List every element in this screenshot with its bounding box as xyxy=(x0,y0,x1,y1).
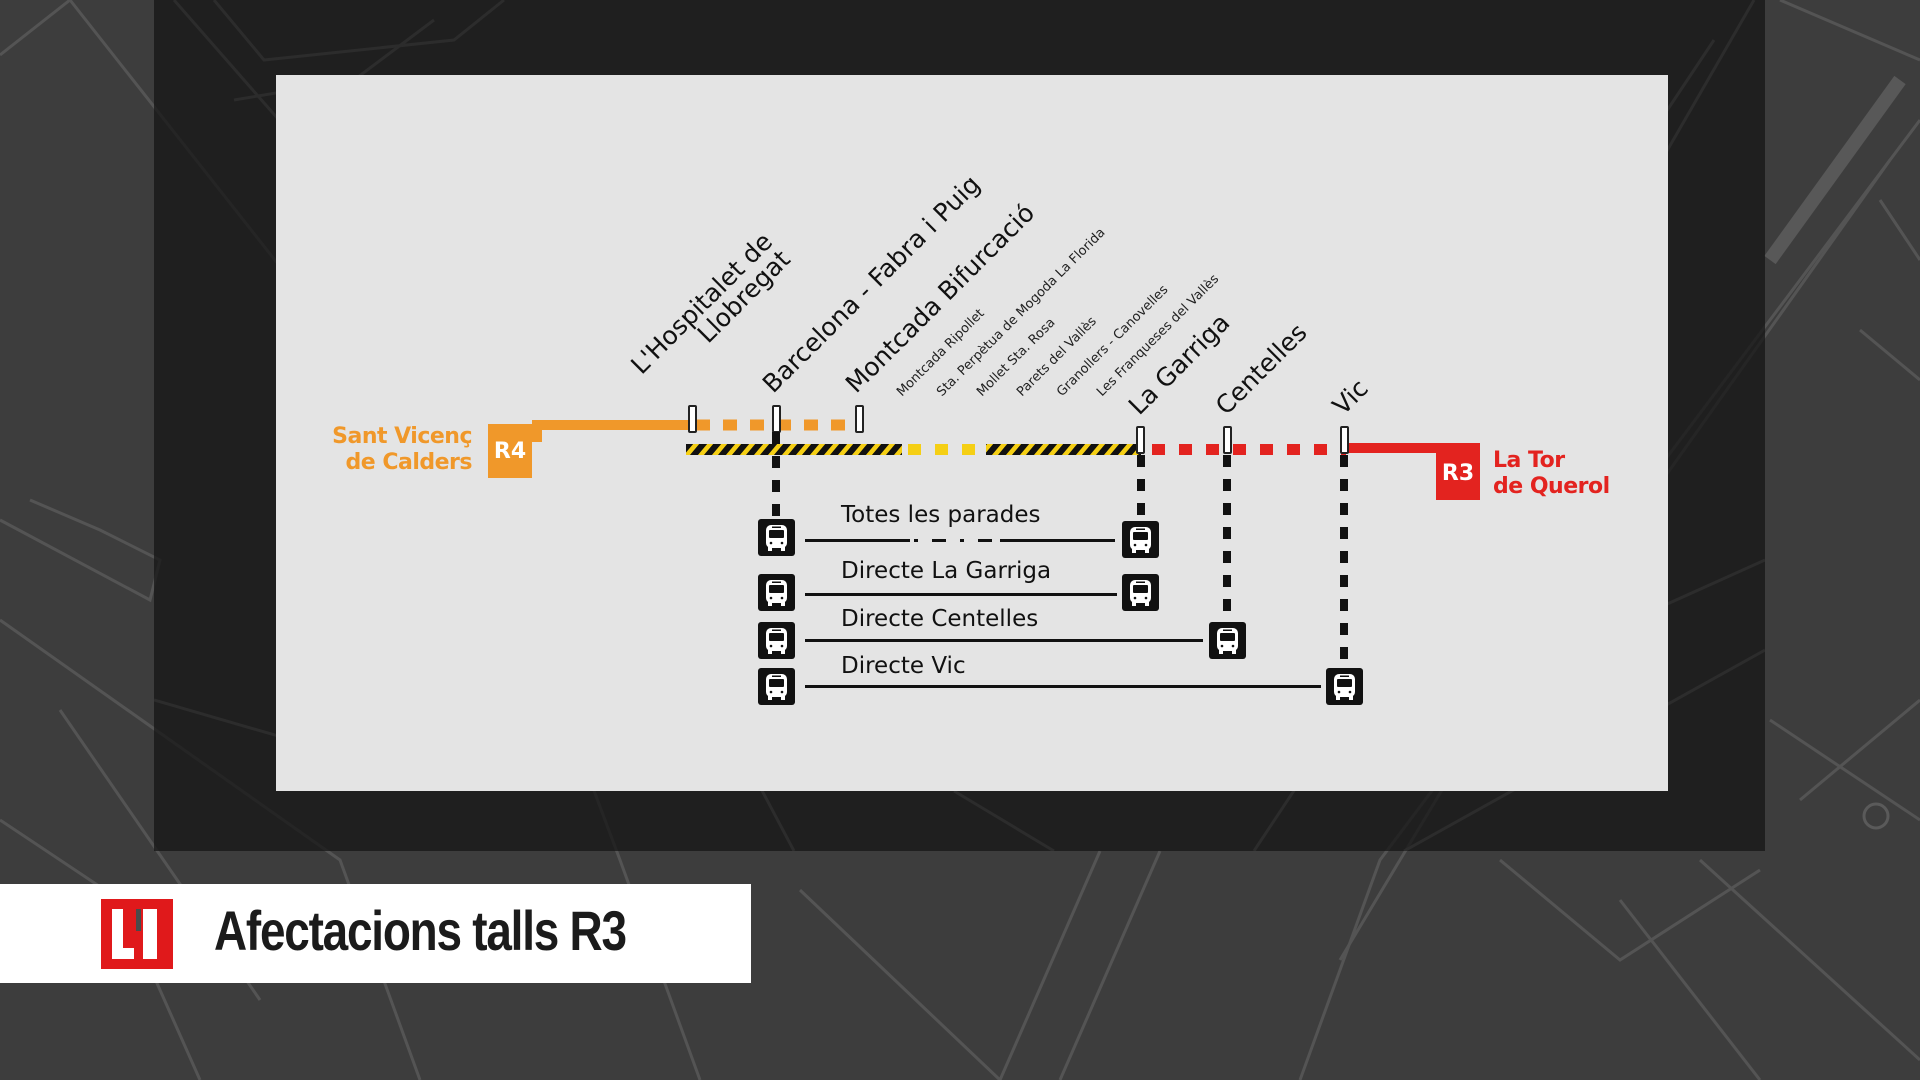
bus-icon xyxy=(758,574,795,611)
bus-route-line xyxy=(805,539,910,542)
terminal-right-name: La Tor de Querol xyxy=(1493,448,1610,499)
lower-third-title: Afectacions talls R3 xyxy=(214,899,627,962)
station-marker-icon xyxy=(1223,426,1232,454)
bus-route-label: Directe Vic xyxy=(841,653,966,679)
r4-line-solid xyxy=(532,420,692,430)
terminal-left-name: Sant Vicenç de Calders xyxy=(332,424,472,475)
bus-route-label: Totes les parades xyxy=(841,502,1041,528)
bus-icon xyxy=(1122,521,1159,558)
station-marker-icon xyxy=(1136,426,1145,454)
bus-icon xyxy=(1326,668,1363,705)
r4-badge-label: R4 xyxy=(493,438,527,464)
connector-la-garriga xyxy=(1137,455,1145,517)
station-marker-icon xyxy=(688,405,697,433)
bus-icon xyxy=(758,519,795,556)
broadcaster-logo-icon xyxy=(101,899,173,969)
r3-line-solid xyxy=(1344,443,1480,453)
r4-line-solid-stub xyxy=(532,420,542,442)
connector-vic xyxy=(1340,455,1348,667)
bus-route-label: Directe Centelles xyxy=(841,606,1039,632)
r3-badge: R3 xyxy=(1436,446,1480,500)
bus-icon xyxy=(1209,622,1246,659)
station-marker-icon xyxy=(1340,426,1349,454)
bus-route-line xyxy=(1000,539,1115,542)
bus-icon xyxy=(758,622,795,659)
r3-line-dashed xyxy=(1152,444,1346,455)
bus-icon xyxy=(1122,574,1159,611)
r4-badge: R4 xyxy=(488,424,532,478)
bus-route-label: Directe La Garriga xyxy=(841,558,1052,584)
station-marker-icon xyxy=(855,405,864,433)
bus-route-line xyxy=(805,685,1321,688)
bus-route-line xyxy=(805,593,1117,596)
bus-route-line-dashed xyxy=(914,539,1002,542)
connector-centelles xyxy=(1223,455,1231,621)
station-marker-icon xyxy=(772,405,781,433)
r3-badge-label: R3 xyxy=(1441,460,1475,486)
bus-route-line xyxy=(805,639,1203,642)
bus-icon xyxy=(758,668,795,705)
affected-section-hazard xyxy=(686,444,1141,455)
connector-barcelona xyxy=(772,432,780,518)
